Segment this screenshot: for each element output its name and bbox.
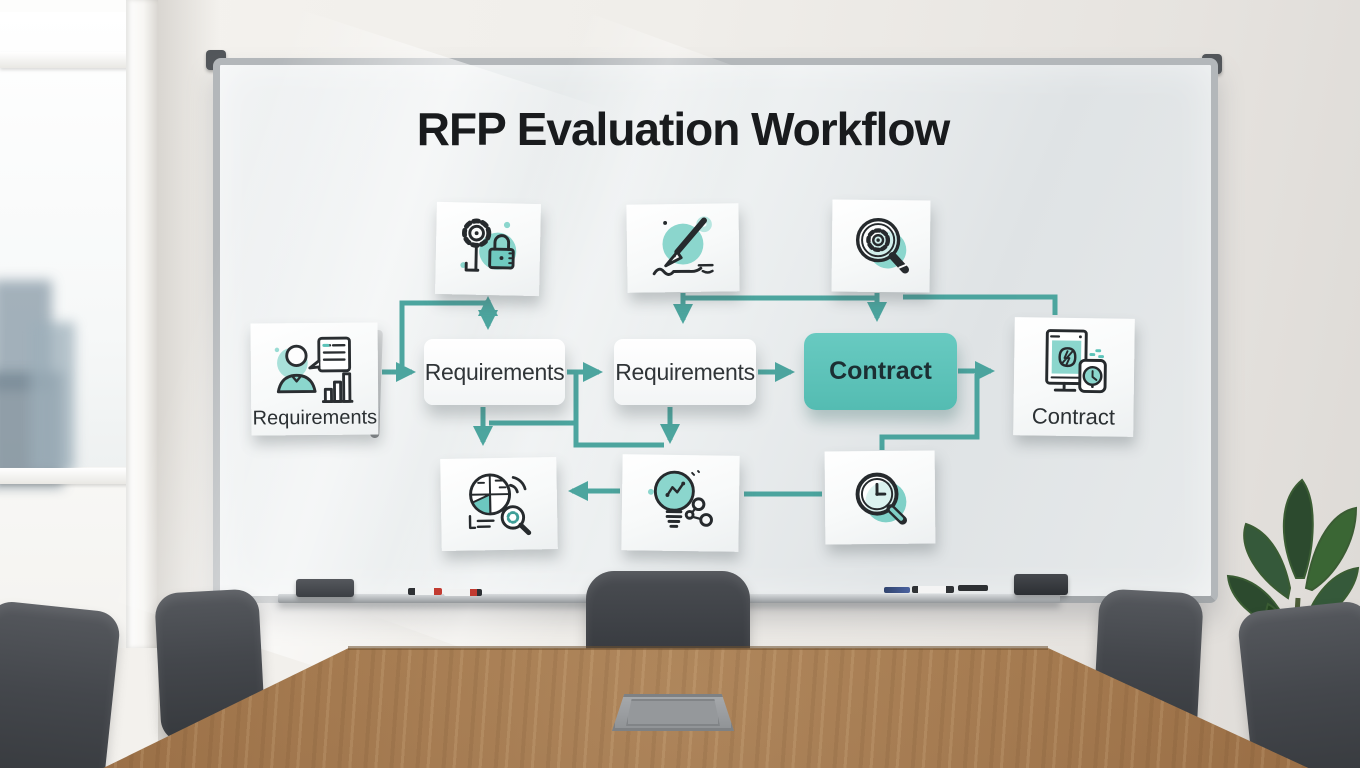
cable-hatch [612, 694, 734, 731]
whiteboard-eraser-icon [296, 579, 354, 597]
marker-blue-icon [884, 587, 910, 593]
marker-red-cap-icon [444, 589, 482, 596]
contract-box-label: Contract [829, 357, 932, 385]
globe-analysis-icon [468, 473, 532, 536]
requirements-box-1-label: Requirements [424, 358, 565, 385]
analyst-card-label: Requirements [252, 406, 378, 430]
diagram-title: RFP Evaluation Workflow [416, 103, 950, 155]
cable-hatch-lid [626, 699, 720, 726]
node-card-contract: Contract [1013, 317, 1135, 437]
pen-writing-icon [652, 216, 714, 276]
devices-contract-icon [1045, 328, 1107, 393]
requirements-box-2: Requirements [614, 339, 756, 405]
node-card-top-right [831, 199, 931, 293]
office-chair [0, 599, 122, 768]
requirements-box-1: Requirements [424, 339, 565, 405]
node-card-analyst: Requirements [250, 322, 379, 436]
table-edge [348, 646, 1048, 650]
contract-card-label: Contract [1031, 402, 1116, 430]
node-card-bottom-right [824, 450, 936, 545]
node-card-bottom-middle [621, 454, 740, 552]
requirements-box-2-label: Requirements [615, 358, 755, 385]
marker-white-icon [912, 586, 954, 593]
analyst-chart-icon [274, 336, 353, 404]
node-card-top-middle [626, 203, 740, 293]
gear-lock-icon [460, 218, 517, 272]
marker-black-icon [958, 585, 988, 591]
whiteboard-eraser-icon [1014, 574, 1068, 595]
clock-magnifier-icon [855, 472, 908, 525]
lightbulb-share-icon [647, 470, 713, 528]
office-chair [1236, 599, 1360, 768]
node-card-top-left [435, 201, 541, 297]
node-card-bottom-left [440, 456, 558, 552]
gear-magnifier-icon [855, 217, 910, 274]
city-view [30, 322, 75, 472]
contract-box: Contract [804, 333, 957, 410]
marker-red-cap-icon [408, 588, 442, 595]
